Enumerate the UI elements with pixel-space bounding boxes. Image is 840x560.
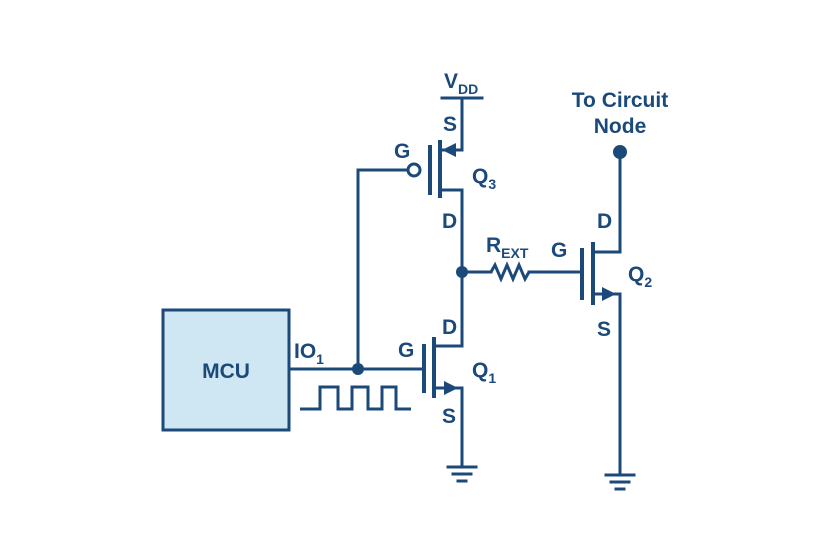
q3-gate-wire	[356, 168, 409, 371]
q2-source-label: S	[597, 318, 611, 341]
q1-gate-label: G	[398, 339, 414, 362]
io-label: IO1	[294, 340, 324, 367]
q1-ground-icon	[446, 465, 478, 483]
q1-drain-wire	[432, 268, 464, 348]
q1-arrow-icon	[444, 381, 458, 395]
q2-arrow-icon	[602, 287, 616, 301]
q1-name-label: Q1	[472, 359, 496, 386]
pulse-train-icon	[300, 385, 411, 411]
q1-drain-label: D	[442, 316, 457, 339]
rext-label: REXT	[486, 234, 529, 261]
q1-source-wire	[432, 386, 464, 468]
circuit-node-label-line2: Node	[594, 115, 647, 138]
q3-source-label: S	[443, 113, 457, 136]
q2-drain-label: D	[597, 210, 612, 233]
mcu-label: MCU	[202, 360, 250, 383]
q3-arrow-icon	[442, 143, 456, 157]
io-junction-dot	[352, 363, 364, 375]
q2-name-label: Q2	[628, 263, 652, 290]
q1-source-label: S	[442, 405, 456, 428]
circuit-node-label-line1: To Circuit	[572, 89, 668, 112]
q2-gate-label: G	[551, 239, 567, 262]
mcu-block	[161, 308, 291, 432]
rext-resistor-icon	[489, 261, 531, 283]
vdd-label: VDD	[444, 70, 478, 97]
q3-gate-bubble	[406, 162, 422, 178]
q3-name-label: Q3	[472, 165, 496, 192]
q3-drain-wire	[438, 188, 464, 272]
q2-ground-icon	[604, 473, 636, 491]
circuit-node-dot	[613, 145, 627, 159]
q2-drain-wire	[591, 150, 622, 254]
q3-drain-label: D	[442, 210, 457, 233]
q3-gate-label: G	[394, 140, 410, 163]
